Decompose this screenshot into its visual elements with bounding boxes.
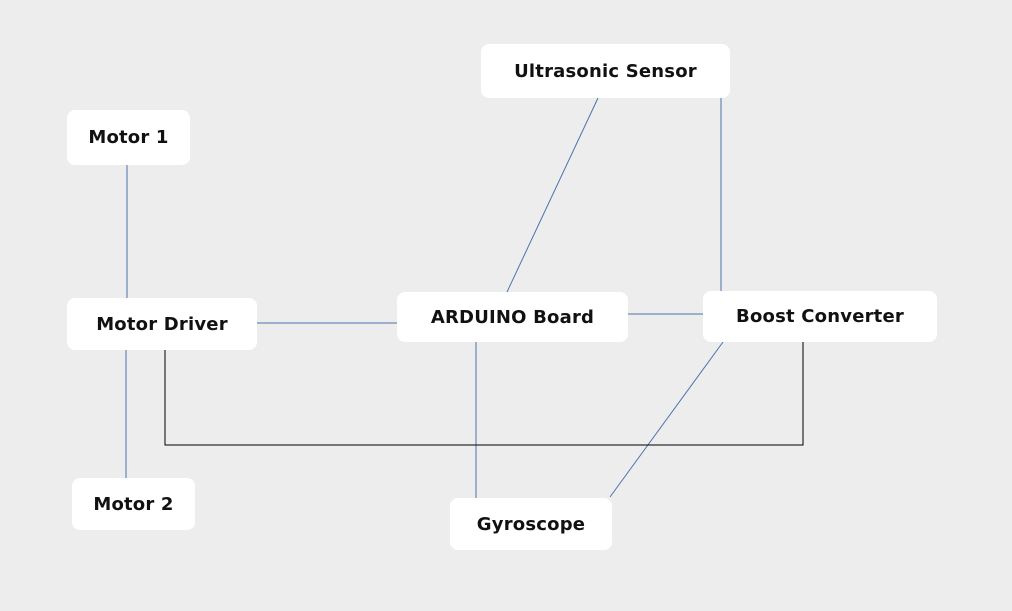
node-label-motor-1: Motor 1 (88, 127, 169, 148)
node-label-boost-converter: Boost Converter (736, 306, 904, 327)
node-gyroscope[interactable]: Gyroscope (450, 498, 612, 550)
node-label-motor-driver: Motor Driver (96, 313, 228, 335)
edge-arduino-board-to-ultrasonic-sensor (506, 97, 599, 293)
node-arduino-board[interactable]: ARDUINO Board (397, 292, 628, 342)
node-motor-2[interactable]: Motor 2 (72, 478, 195, 530)
edge-motor-driver-to-boost-converter (164, 342, 804, 446)
edge-boost-converter-to-gyroscope (609, 341, 724, 498)
node-label-motor-2: Motor 2 (93, 493, 174, 515)
node-motor-1[interactable]: Motor 1 (67, 110, 190, 165)
node-label-ultrasonic-sensor: Ultrasonic Sensor (514, 60, 697, 82)
node-boost-converter[interactable]: Boost Converter (703, 291, 937, 342)
node-label-gyroscope: Gyroscope (476, 513, 586, 535)
node-motor-driver[interactable]: Motor Driver (67, 298, 257, 350)
node-ultrasonic-sensor[interactable]: Ultrasonic Sensor (481, 44, 730, 98)
node-label-arduino-board: ARDUINO Board (430, 306, 595, 328)
